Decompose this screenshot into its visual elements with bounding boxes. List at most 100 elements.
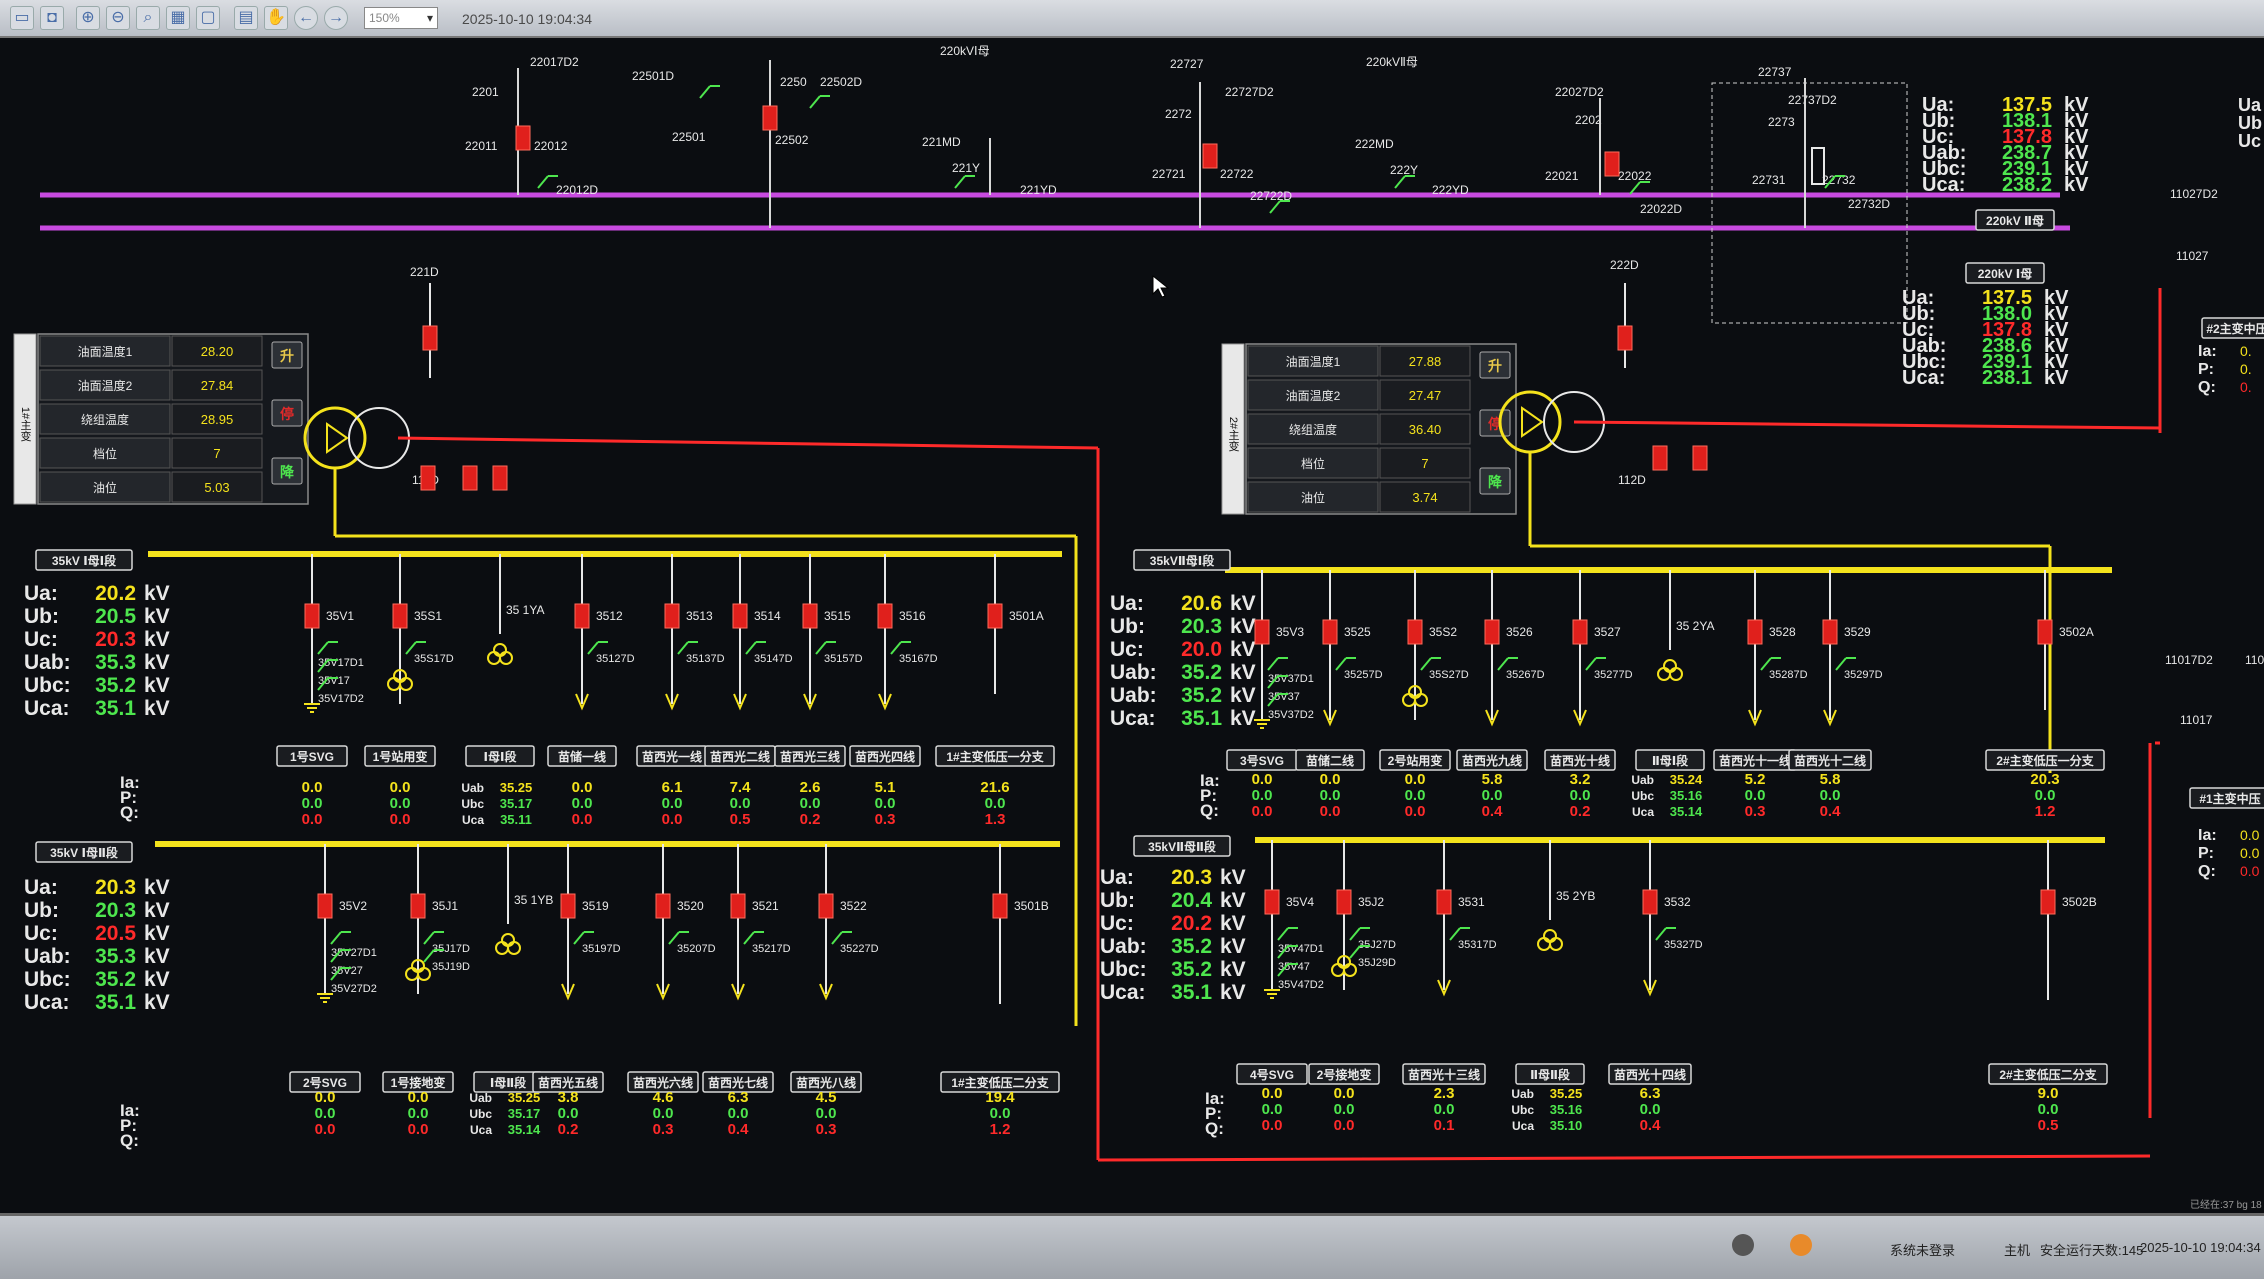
feeder-3522-breaker[interactable]	[818, 893, 834, 919]
breaker-221[interactable]	[422, 325, 438, 351]
feeder-3531-breaker[interactable]	[1436, 889, 1452, 915]
feeder-3515-breaker[interactable]	[802, 603, 818, 629]
panel-1-mid[interactable]: #1主变中压	[2199, 791, 2260, 806]
feeder-3502B-breaker[interactable]	[2040, 889, 2056, 915]
feeder-35V2-switch[interactable]	[330, 931, 342, 945]
breaker-112[interactable]	[1692, 445, 1708, 471]
feeder-3501A-name-box[interactable]	[935, 745, 1055, 767]
xfmr1-btn-label[interactable]: 升	[280, 348, 294, 364]
feeder-3502B-name-box[interactable]	[1988, 1063, 2108, 1085]
zoom-out-icon[interactable]: ⊖	[106, 6, 130, 30]
feeder-3512-name-box[interactable]	[547, 745, 617, 767]
breaker-111[interactable]	[462, 465, 478, 491]
feeder-35J1-name-box[interactable]	[382, 1071, 454, 1093]
zoom-fit-icon[interactable]: ⌕	[136, 6, 160, 30]
feeder-3529-name[interactable]: 苗西光十二线	[1794, 753, 1866, 768]
alarm-icon[interactable]	[1790, 1234, 1812, 1256]
feeder-3520-switch[interactable]	[668, 931, 680, 945]
feeder-351YA-name-box[interactable]	[465, 745, 535, 767]
feeder-3526-switch[interactable]	[1497, 657, 1509, 671]
xfmr2-btn-label[interactable]: 降	[1488, 474, 1503, 490]
panel-1-mid-box[interactable]	[2189, 787, 2264, 809]
feeder-35V2-name[interactable]: 2号SVG	[303, 1075, 347, 1090]
feeder-3531-switch[interactable]	[1449, 927, 1461, 941]
panel-2-mid[interactable]: #2主变中压	[2206, 321, 2264, 336]
switch-220kv[interactable]	[699, 85, 711, 99]
feeder-3526-breaker[interactable]	[1484, 619, 1500, 645]
breaker-111[interactable]	[492, 465, 508, 491]
tag-220kv-i-box[interactable]	[1965, 262, 2045, 284]
feeder-35S2-name[interactable]: 2号站用变	[1388, 753, 1443, 768]
xfmr2-btn-1[interactable]	[1479, 409, 1511, 437]
feeder-3521-breaker[interactable]	[730, 893, 746, 919]
breaker-220kv[interactable]	[515, 125, 531, 151]
feeder-3519-switch[interactable]	[573, 931, 585, 945]
xfmr1-btn-2[interactable]	[271, 457, 303, 485]
feeder-3525-breaker[interactable]	[1322, 619, 1338, 645]
feeder-3502A-name[interactable]: 2#主变低压一分支	[1996, 753, 2094, 768]
feeder-3522-name[interactable]: 苗西光八线	[796, 1075, 856, 1090]
feeder-35V2-name-box[interactable]	[289, 1071, 361, 1093]
bus-tag-2-box[interactable]	[1133, 549, 1231, 571]
xfmr2-btn-0[interactable]	[1479, 351, 1511, 379]
feeder-35V4-breaker[interactable]	[1264, 889, 1280, 915]
feeder-3525-switch[interactable]	[1335, 657, 1347, 671]
feeder-3502A-name-box[interactable]	[1985, 749, 2105, 771]
feeder-3513-switch[interactable]	[677, 641, 689, 655]
feeder-3528-name[interactable]: 苗西光十一线	[1719, 753, 1791, 768]
bus-tag-3-box[interactable]	[1133, 835, 1231, 857]
folder-open-icon[interactable]: ▭	[10, 6, 34, 30]
window-icon[interactable]: ▢	[196, 6, 220, 30]
switch-220kv[interactable]	[1269, 200, 1281, 214]
page-icon[interactable]: ▤	[234, 6, 258, 30]
feeder-3519-breaker[interactable]	[560, 893, 576, 919]
breaker-112[interactable]	[1652, 445, 1668, 471]
xfmr1-btn-1[interactable]	[271, 399, 303, 427]
feeder-35J1-breaker[interactable]	[410, 893, 426, 919]
feeder-3502A-breaker[interactable]	[2037, 619, 2053, 645]
feeder-3529-switch[interactable]	[1835, 657, 1847, 671]
feeder-35J2-breaker[interactable]	[1336, 889, 1352, 915]
feeder-3527-breaker[interactable]	[1572, 619, 1588, 645]
feeder-35J2-switch[interactable]	[1349, 945, 1361, 959]
feeder-35S2-switch[interactable]	[1420, 657, 1432, 671]
panel-2-mid-box[interactable]	[2201, 317, 2264, 339]
feeder-3532-breaker[interactable]	[1642, 889, 1658, 915]
feeder-3532-switch[interactable]	[1655, 927, 1667, 941]
feeder-35V4-switch[interactable]	[1277, 927, 1289, 941]
feeder-3528-switch[interactable]	[1760, 657, 1772, 671]
feeder-35V4-switch[interactable]	[1277, 945, 1289, 959]
feeder-35V1-switch[interactable]	[317, 641, 329, 655]
switch-220kv[interactable]	[1394, 175, 1406, 189]
feeder-3526-name-box[interactable]	[1456, 749, 1528, 771]
feeder-3528-breaker[interactable]	[1747, 619, 1763, 645]
feeder-352YA-name-box[interactable]	[1635, 749, 1705, 771]
feeder-3531-name[interactable]: 苗西光十三线	[1408, 1067, 1480, 1082]
feeder-3514-switch[interactable]	[745, 641, 757, 655]
feeder-3513-breaker[interactable]	[664, 603, 680, 629]
feeder-3531-name-box[interactable]	[1402, 1063, 1486, 1085]
feeder-3513-name[interactable]: 苗西光一线	[642, 749, 702, 764]
back-arrow-icon[interactable]: ←	[294, 6, 318, 30]
tag-220kv-ii-box[interactable]	[1975, 209, 2055, 231]
breaker-220kv[interactable]	[762, 105, 778, 131]
feeder-35J1-switch[interactable]	[423, 949, 435, 963]
xfmr2-btn-label[interactable]: 升	[1488, 358, 1502, 374]
xfmr1-btn-0[interactable]	[271, 341, 303, 369]
feeder-3521-name[interactable]: 苗西光七线	[708, 1075, 768, 1090]
switch-220kv[interactable]	[537, 175, 549, 189]
feeder-35V1-breaker[interactable]	[304, 603, 320, 629]
feeder-35S1-name[interactable]: 1号站用变	[373, 749, 428, 764]
feeder-3519-name[interactable]: 苗西光五线	[538, 1075, 598, 1090]
switch-220kv[interactable]	[954, 175, 966, 189]
bus-tag-1-box[interactable]	[35, 841, 133, 863]
bus-tag-0[interactable]: 35kV Ⅰ母Ⅰ段	[52, 553, 117, 568]
feeder-3529-breaker[interactable]	[1822, 619, 1838, 645]
feeder-3501B-name-box[interactable]	[940, 1071, 1060, 1093]
feeder-3522-name-box[interactable]	[790, 1071, 862, 1093]
feeder-351YA-name[interactable]: Ⅰ母Ⅰ段	[484, 749, 518, 764]
hand-pan-icon[interactable]: ✋	[264, 6, 288, 30]
switch-220kv[interactable]	[1824, 175, 1836, 189]
feeder-3515-switch[interactable]	[815, 641, 827, 655]
feeder-3527-name-box[interactable]	[1544, 749, 1616, 771]
